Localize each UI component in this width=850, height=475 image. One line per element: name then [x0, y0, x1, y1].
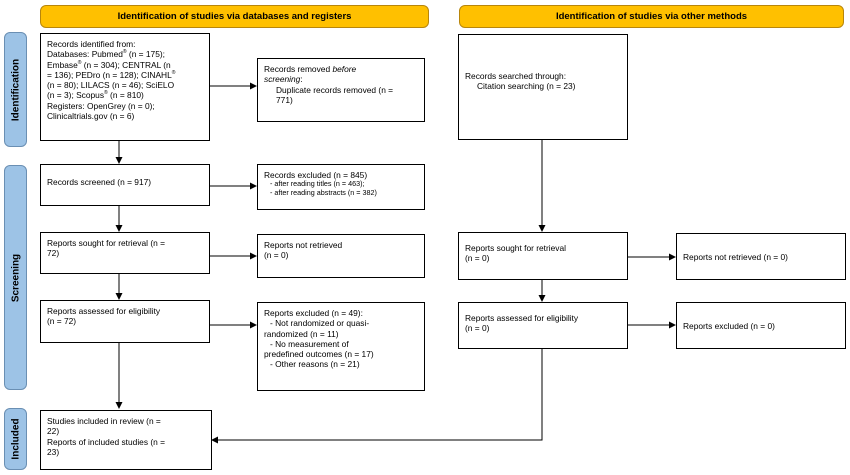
identified-line6: (n = 3); Scopus® (n = 810): [47, 90, 144, 101]
assessed-line1: Reports assessed for eligibility: [47, 306, 161, 316]
reports-excluded-box: Reports excluded (n = 49): - Not randomi…: [257, 302, 425, 391]
phase-identification: Identification: [4, 32, 27, 147]
studies-included-box: Studies included in review (n = 22) Repo…: [40, 410, 212, 470]
header-other-label: Identification of studies via other meth…: [555, 11, 748, 22]
records-identified-box: Records identified from: Databases: Pubm…: [40, 33, 210, 141]
other-assessed-line2: (n = 0): [465, 323, 490, 334]
removed-line4: 771): [276, 94, 293, 105]
records-screened-box: Records screened (n = 917): [40, 164, 210, 206]
other-excluded-text: Reports excluded (n = 0): [683, 321, 775, 331]
other-reports-excluded-box: Reports excluded (n = 0): [676, 302, 846, 349]
searched-line1: Records searched through:: [465, 71, 567, 81]
sought-line1: Reports sought for retrieval (n =: [47, 238, 166, 248]
included-line3: Reports of included studies (n =: [47, 436, 166, 447]
records-removed-box: Records removed before screening: Duplic…: [257, 58, 425, 122]
reports-excluded-line1: Reports excluded (n = 49):: [264, 308, 363, 318]
other-sought-line2: (n = 0): [465, 253, 490, 264]
excluded-line3: - after reading abstracts (n = 382): [270, 188, 377, 198]
included-line1: Studies included in review (n =: [47, 416, 161, 426]
searched-line2: Citation searching (n = 23): [477, 81, 576, 92]
identified-line5: (n = 80); LILACS (n = 46); SciELO: [47, 80, 175, 90]
included-line2: 22): [47, 426, 60, 437]
not-retrieved-line1: Reports not retrieved: [264, 240, 343, 250]
arrow-other-assessed-to-included: [211, 349, 543, 444]
other-sought-line1: Reports sought for retrieval: [465, 243, 567, 253]
header-other-methods: Identification of studies via other meth…: [459, 5, 844, 28]
reports-excluded-line6: - Other reasons (n = 21): [270, 359, 360, 370]
identified-line4: = 136); PEDro (n = 128); CINAHL®: [47, 69, 176, 80]
identified-line1: Records identified from:: [47, 39, 136, 49]
reports-assessed-box: Reports assessed for eligibility (n = 72…: [40, 300, 210, 343]
identified-line2: Databases: Pubmed® (n = 175);: [47, 49, 165, 60]
other-records-searched-box: Records searched through: Citation searc…: [458, 34, 628, 140]
reports-excluded-line4: - No measurement of: [270, 338, 349, 349]
reports-excluded-line2: - Not randomized or quasi-: [270, 318, 370, 329]
excluded-line2: - after reading titles (n = 463);: [270, 179, 365, 189]
identified-line7: Registers: OpenGrey (n = 0);: [47, 100, 155, 111]
phase-included: Included: [4, 408, 27, 470]
phase-screening: Screening: [4, 165, 27, 390]
identified-line8: Clinicaltrials.gov (n = 6): [47, 110, 135, 121]
reports-excluded-line3: randomized (n = 11): [264, 328, 339, 339]
other-reports-assessed-box: Reports assessed for eligibility (n = 0): [458, 302, 628, 349]
sought-line2: 72): [47, 248, 60, 259]
header-databases-registers: Identification of studies via databases …: [40, 5, 429, 28]
reports-sought-box: Reports sought for retrieval (n = 72): [40, 232, 210, 274]
records-excluded-box: Records excluded (n = 845) - after readi…: [257, 164, 425, 210]
screened-text: Records screened (n = 917): [47, 177, 152, 187]
excluded-line1: Records excluded (n = 845): [264, 170, 368, 180]
removed-line1: Records removed before: [264, 64, 357, 74]
assessed-line2: (n = 72): [47, 316, 77, 327]
header-databases-label: Identification of studies via databases …: [117, 11, 352, 22]
included-line4: 23): [47, 446, 60, 457]
removed-line2: screening:: [264, 74, 303, 85]
not-retrieved-line2: (n = 0): [264, 250, 289, 261]
identified-line3: Embase® (n = 304); CENTRAL (n: [47, 59, 171, 70]
removed-line3: Duplicate records removed (n =: [276, 84, 394, 95]
other-not-retrieved-text: Reports not retrieved (n = 0): [683, 252, 788, 262]
other-reports-sought-box: Reports sought for retrieval (n = 0): [458, 232, 628, 280]
other-assessed-line1: Reports assessed for eligibility: [465, 313, 579, 323]
reports-not-retrieved-box: Reports not retrieved (n = 0): [257, 234, 425, 278]
other-not-retrieved-box: Reports not retrieved (n = 0): [676, 233, 846, 280]
reports-excluded-line5: predefined outcomes (n = 17): [264, 349, 374, 359]
